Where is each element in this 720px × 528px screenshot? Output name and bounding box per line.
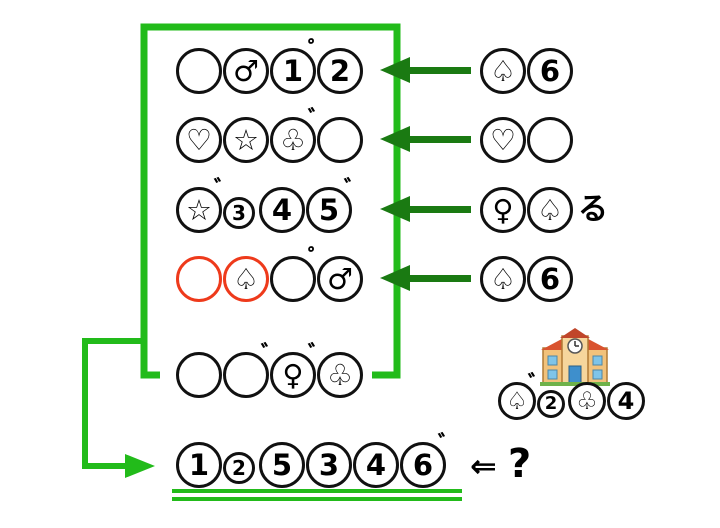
hint-suffix: る bbox=[578, 192, 608, 227]
cipher-circle: 5 bbox=[306, 187, 352, 233]
answer-circle: 5 bbox=[259, 442, 305, 488]
hint-circle: ♡ bbox=[480, 117, 526, 163]
bracket-frame bbox=[140, 23, 401, 379]
hint-circle: 6 bbox=[527, 256, 573, 302]
cipher-circle bbox=[223, 352, 269, 398]
cipher-circle: 4 bbox=[259, 187, 305, 233]
answer-circle: 4 bbox=[353, 442, 399, 488]
cipher-circle: 3 bbox=[223, 197, 255, 229]
circle-glyph: 4 bbox=[271, 192, 293, 227]
circle-glyph: ♂ bbox=[327, 261, 353, 296]
answer-circle: 3 bbox=[306, 442, 352, 488]
arrow-row-3 bbox=[380, 196, 471, 222]
cipher-circle: ♧ bbox=[270, 117, 316, 163]
circle-glyph: ♤ bbox=[490, 261, 516, 296]
circle-glyph: 2 bbox=[232, 456, 246, 480]
circle-glyph: ♡ bbox=[186, 122, 212, 157]
answer-connector-line bbox=[82, 338, 144, 469]
circle-glyph: ☆ bbox=[186, 192, 212, 227]
dakuten-mark: ゛ bbox=[528, 372, 551, 397]
circle-glyph: 6 bbox=[539, 261, 561, 296]
cipher-circle: 2 bbox=[317, 48, 363, 94]
dakuten-mark: ゛ bbox=[438, 432, 461, 457]
circle-glyph: ☆ bbox=[233, 122, 259, 157]
circle-glyph: 5 bbox=[271, 447, 293, 482]
answer-circle: 1 bbox=[176, 442, 222, 488]
cipher-circle: ♤ bbox=[223, 256, 269, 302]
answer-arrow: ⇐ bbox=[470, 447, 497, 485]
school-clue-circle: ♤ bbox=[498, 382, 536, 420]
circle-glyph: 3 bbox=[318, 447, 340, 482]
circle-glyph: ♀ bbox=[282, 357, 304, 392]
circle-glyph: ♂ bbox=[233, 53, 259, 88]
circle-glyph: 5 bbox=[318, 192, 340, 227]
circle-glyph: 4 bbox=[617, 387, 635, 415]
cipher-circle: ♂ bbox=[317, 256, 363, 302]
answer-underline-top bbox=[172, 489, 462, 493]
circle-glyph: ♧ bbox=[280, 122, 306, 157]
arrow-row-1 bbox=[380, 57, 471, 83]
school-clue-circle: 4 bbox=[607, 382, 645, 420]
cipher-circle: ☆ bbox=[223, 117, 269, 163]
cipher-circle: ♧ bbox=[317, 352, 363, 398]
circle-glyph: 6 bbox=[539, 53, 561, 88]
hint-circle: ♤ bbox=[480, 48, 526, 94]
circle-glyph: 2 bbox=[329, 53, 351, 88]
circle-glyph: 1 bbox=[282, 53, 304, 88]
cipher-circle bbox=[317, 117, 363, 163]
circle-glyph: 4 bbox=[365, 447, 387, 482]
school-clue-circle: 2 bbox=[537, 390, 565, 418]
hint-circle: ♤ bbox=[527, 187, 573, 233]
cipher-circle bbox=[270, 256, 316, 302]
school-clue-circle: ♧ bbox=[568, 382, 606, 420]
circle-glyph: 6 bbox=[412, 447, 434, 482]
arrow-row-4 bbox=[380, 265, 471, 291]
circle-glyph: 3 bbox=[232, 201, 246, 225]
circle-glyph: ♤ bbox=[537, 192, 563, 227]
cipher-circle bbox=[176, 352, 222, 398]
cipher-circle: ☆ bbox=[176, 187, 222, 233]
circle-glyph: 2 bbox=[544, 393, 558, 414]
answer-circle: 2 bbox=[223, 452, 255, 484]
circle-glyph: ♤ bbox=[233, 261, 259, 296]
school-building-icon bbox=[540, 326, 610, 386]
question-mark: ? bbox=[508, 441, 532, 487]
circle-glyph: ♡ bbox=[490, 122, 516, 157]
hint-circle: ♀ bbox=[480, 187, 526, 233]
circle-glyph: ♀ bbox=[492, 192, 514, 227]
circle-glyph: ♤ bbox=[506, 387, 528, 415]
hint-circle bbox=[527, 117, 573, 163]
cipher-circle: ♡ bbox=[176, 117, 222, 163]
dakuten-mark: ゛ bbox=[214, 177, 237, 202]
dakuten-mark: ゛ bbox=[344, 177, 367, 202]
hint-circle: ♤ bbox=[480, 256, 526, 302]
arrow-row-2 bbox=[380, 126, 471, 152]
cipher-circle bbox=[176, 256, 222, 302]
cipher-circle: 1 bbox=[270, 48, 316, 94]
answer-connector-arrowhead bbox=[125, 454, 155, 478]
cipher-circle: ♂ bbox=[223, 48, 269, 94]
answer-underline-bottom bbox=[172, 497, 462, 501]
cipher-circle bbox=[176, 48, 222, 94]
answer-circle: 6 bbox=[400, 442, 446, 488]
circle-glyph: ♤ bbox=[490, 53, 516, 88]
circle-glyph: ♧ bbox=[576, 387, 598, 415]
cipher-circle: ♀ bbox=[270, 352, 316, 398]
hint-circle: 6 bbox=[527, 48, 573, 94]
circle-glyph: 1 bbox=[188, 447, 210, 482]
circle-glyph: ♧ bbox=[327, 357, 353, 392]
